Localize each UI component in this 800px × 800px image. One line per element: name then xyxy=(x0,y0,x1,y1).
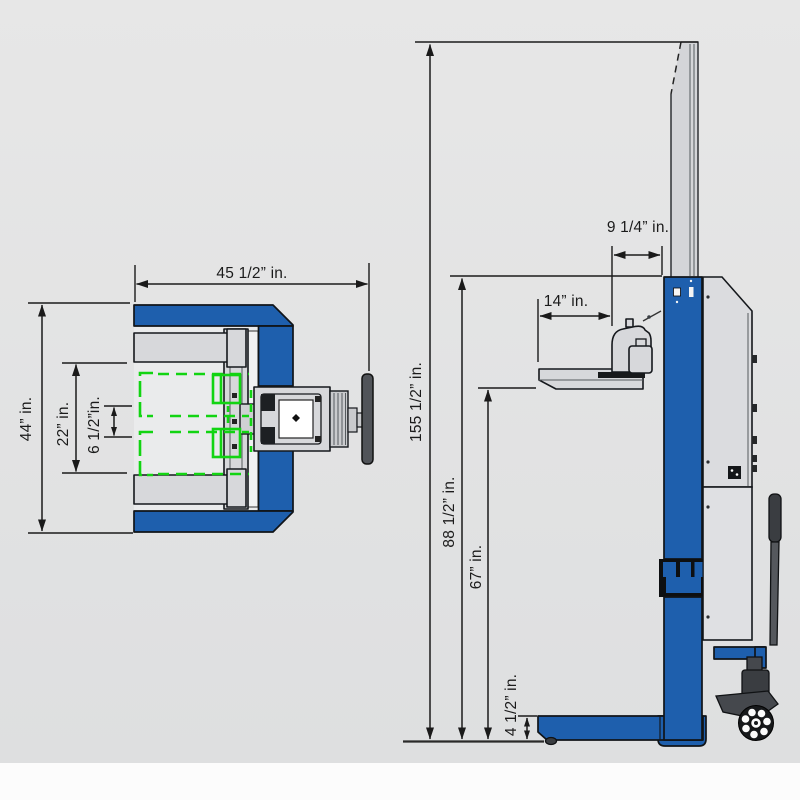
frame-right-column-upper xyxy=(257,325,294,387)
wheel-lug xyxy=(748,708,756,717)
lift-chain xyxy=(642,310,662,322)
wheel-lug xyxy=(757,709,766,718)
dim-center-gap: 6 1/2”in. xyxy=(86,396,132,454)
frame-right-column-lower xyxy=(257,448,294,512)
carriage-pin xyxy=(625,318,634,328)
carriage-hook xyxy=(628,345,653,374)
base-foot xyxy=(544,736,558,746)
load-bracket-bottom xyxy=(138,430,153,477)
spec-plate xyxy=(728,466,741,479)
decal-stripe xyxy=(689,287,694,297)
body-panel-upper xyxy=(702,276,753,488)
wheel-lug xyxy=(741,715,750,723)
dim-label-lift-height: 67” in. xyxy=(468,545,485,589)
panel-hinges xyxy=(751,355,757,472)
dim-lift-height: 67” in. xyxy=(468,387,536,740)
load-block-top xyxy=(211,373,242,405)
mast-joint-tab xyxy=(680,562,691,577)
wheel-lug xyxy=(760,727,768,736)
mast-joint-tab xyxy=(663,562,676,577)
fork-top-plan xyxy=(133,332,229,363)
wheel-axle xyxy=(754,721,758,725)
dim-label-overall-width: 45 1/2” in. xyxy=(216,265,287,282)
frame-top-bar xyxy=(133,304,294,327)
load-bracket-top xyxy=(138,371,153,418)
mast-decals xyxy=(673,279,694,304)
mast-upper-section xyxy=(671,42,698,277)
tiller-handle-grip xyxy=(768,493,782,543)
wheel-lug xyxy=(742,724,750,733)
dim-overall-height: 155 1/2” in. xyxy=(408,41,698,740)
gearbox-ridges xyxy=(333,393,346,445)
bottom-margin xyxy=(0,763,800,800)
decal-dot xyxy=(675,300,679,304)
dim-head-offset: 9 1/4” in. xyxy=(607,219,669,275)
rail-bolt xyxy=(232,348,237,492)
mast-side-upper xyxy=(663,276,703,560)
dim-ext-lines xyxy=(28,302,133,534)
rail-bolts xyxy=(232,348,237,492)
dim-ext-lines xyxy=(62,362,127,474)
dim-overall-width: 45 1/2” in. xyxy=(134,263,370,371)
steering-handle-plan xyxy=(361,373,374,465)
wheel-lug xyxy=(750,730,758,739)
screw xyxy=(706,460,710,464)
load-outline xyxy=(138,371,253,477)
dim-lowered-height: 4 1/2” in. xyxy=(503,674,537,740)
dim-ext-lines xyxy=(104,405,132,438)
panel-hinge xyxy=(751,355,757,472)
dim-label-lowered-height: 4 1/2” in. xyxy=(503,674,520,736)
dim-label-head-offset: 9 1/4” in. xyxy=(607,219,669,236)
drive-unit-blocks xyxy=(261,394,275,444)
mast-upper-lines xyxy=(689,44,695,276)
decal-square xyxy=(673,287,681,297)
top-view: 45 1/2” in. 44” in. 22” in. 6 1/2”in. xyxy=(18,263,374,534)
side-view: 155 1/2” in. 88 1/2” in. 67” in. 14” in.… xyxy=(403,41,782,747)
load-block-bottom xyxy=(211,427,242,459)
screw xyxy=(706,295,710,299)
dim-label-overall-depth: 44” in. xyxy=(18,397,35,441)
dim-label-inner-width: 22” in. xyxy=(55,402,72,446)
panel-screws xyxy=(706,295,710,619)
mast-side-lower xyxy=(663,596,703,741)
dim-ext-lines xyxy=(537,246,613,362)
spec-plate-dot xyxy=(735,473,739,476)
handle-coupler xyxy=(347,407,358,433)
steer-wheel xyxy=(738,705,774,741)
dim-label-overall-height: 155 1/2” in. xyxy=(408,362,425,442)
mast-break-line xyxy=(670,41,682,95)
decal-dot xyxy=(689,279,693,283)
screw xyxy=(706,505,710,509)
dim-ext-lines xyxy=(134,263,370,371)
dim-inner-width: 22” in. xyxy=(55,362,127,474)
dim-label-fork-length: 14” in. xyxy=(544,293,588,310)
mast-joint-tab xyxy=(694,562,703,577)
tiller-handle-shaft xyxy=(769,541,780,646)
dim-label-mast-height: 88 1/2” in. xyxy=(441,476,458,547)
chain-anchor xyxy=(647,315,651,319)
dim-label-center-gap: 6 1/2”in. xyxy=(86,396,103,454)
fork-bottom-bracket xyxy=(226,468,247,508)
fork-heel-bar xyxy=(598,372,645,378)
fork-top-bracket xyxy=(226,328,247,368)
drive-unit-tabs xyxy=(315,396,321,442)
wheel-lug xyxy=(763,717,771,726)
dim-mast-height: 88 1/2” in. xyxy=(441,275,662,740)
frame-bottom-bar xyxy=(133,510,294,533)
screw xyxy=(706,615,710,619)
spec-plate-dot xyxy=(730,469,734,472)
fork-bottom-plan xyxy=(133,474,229,505)
load-dashes-horizontal xyxy=(158,372,249,476)
mast-joint-block xyxy=(666,577,701,593)
dim-overall-depth: 44” in. xyxy=(18,302,133,534)
drive-unit-center-mark xyxy=(292,414,300,422)
dim-fork-length: 14” in. xyxy=(537,246,613,362)
drive-unit-frame xyxy=(260,393,322,445)
body-panel-lower xyxy=(702,486,753,641)
